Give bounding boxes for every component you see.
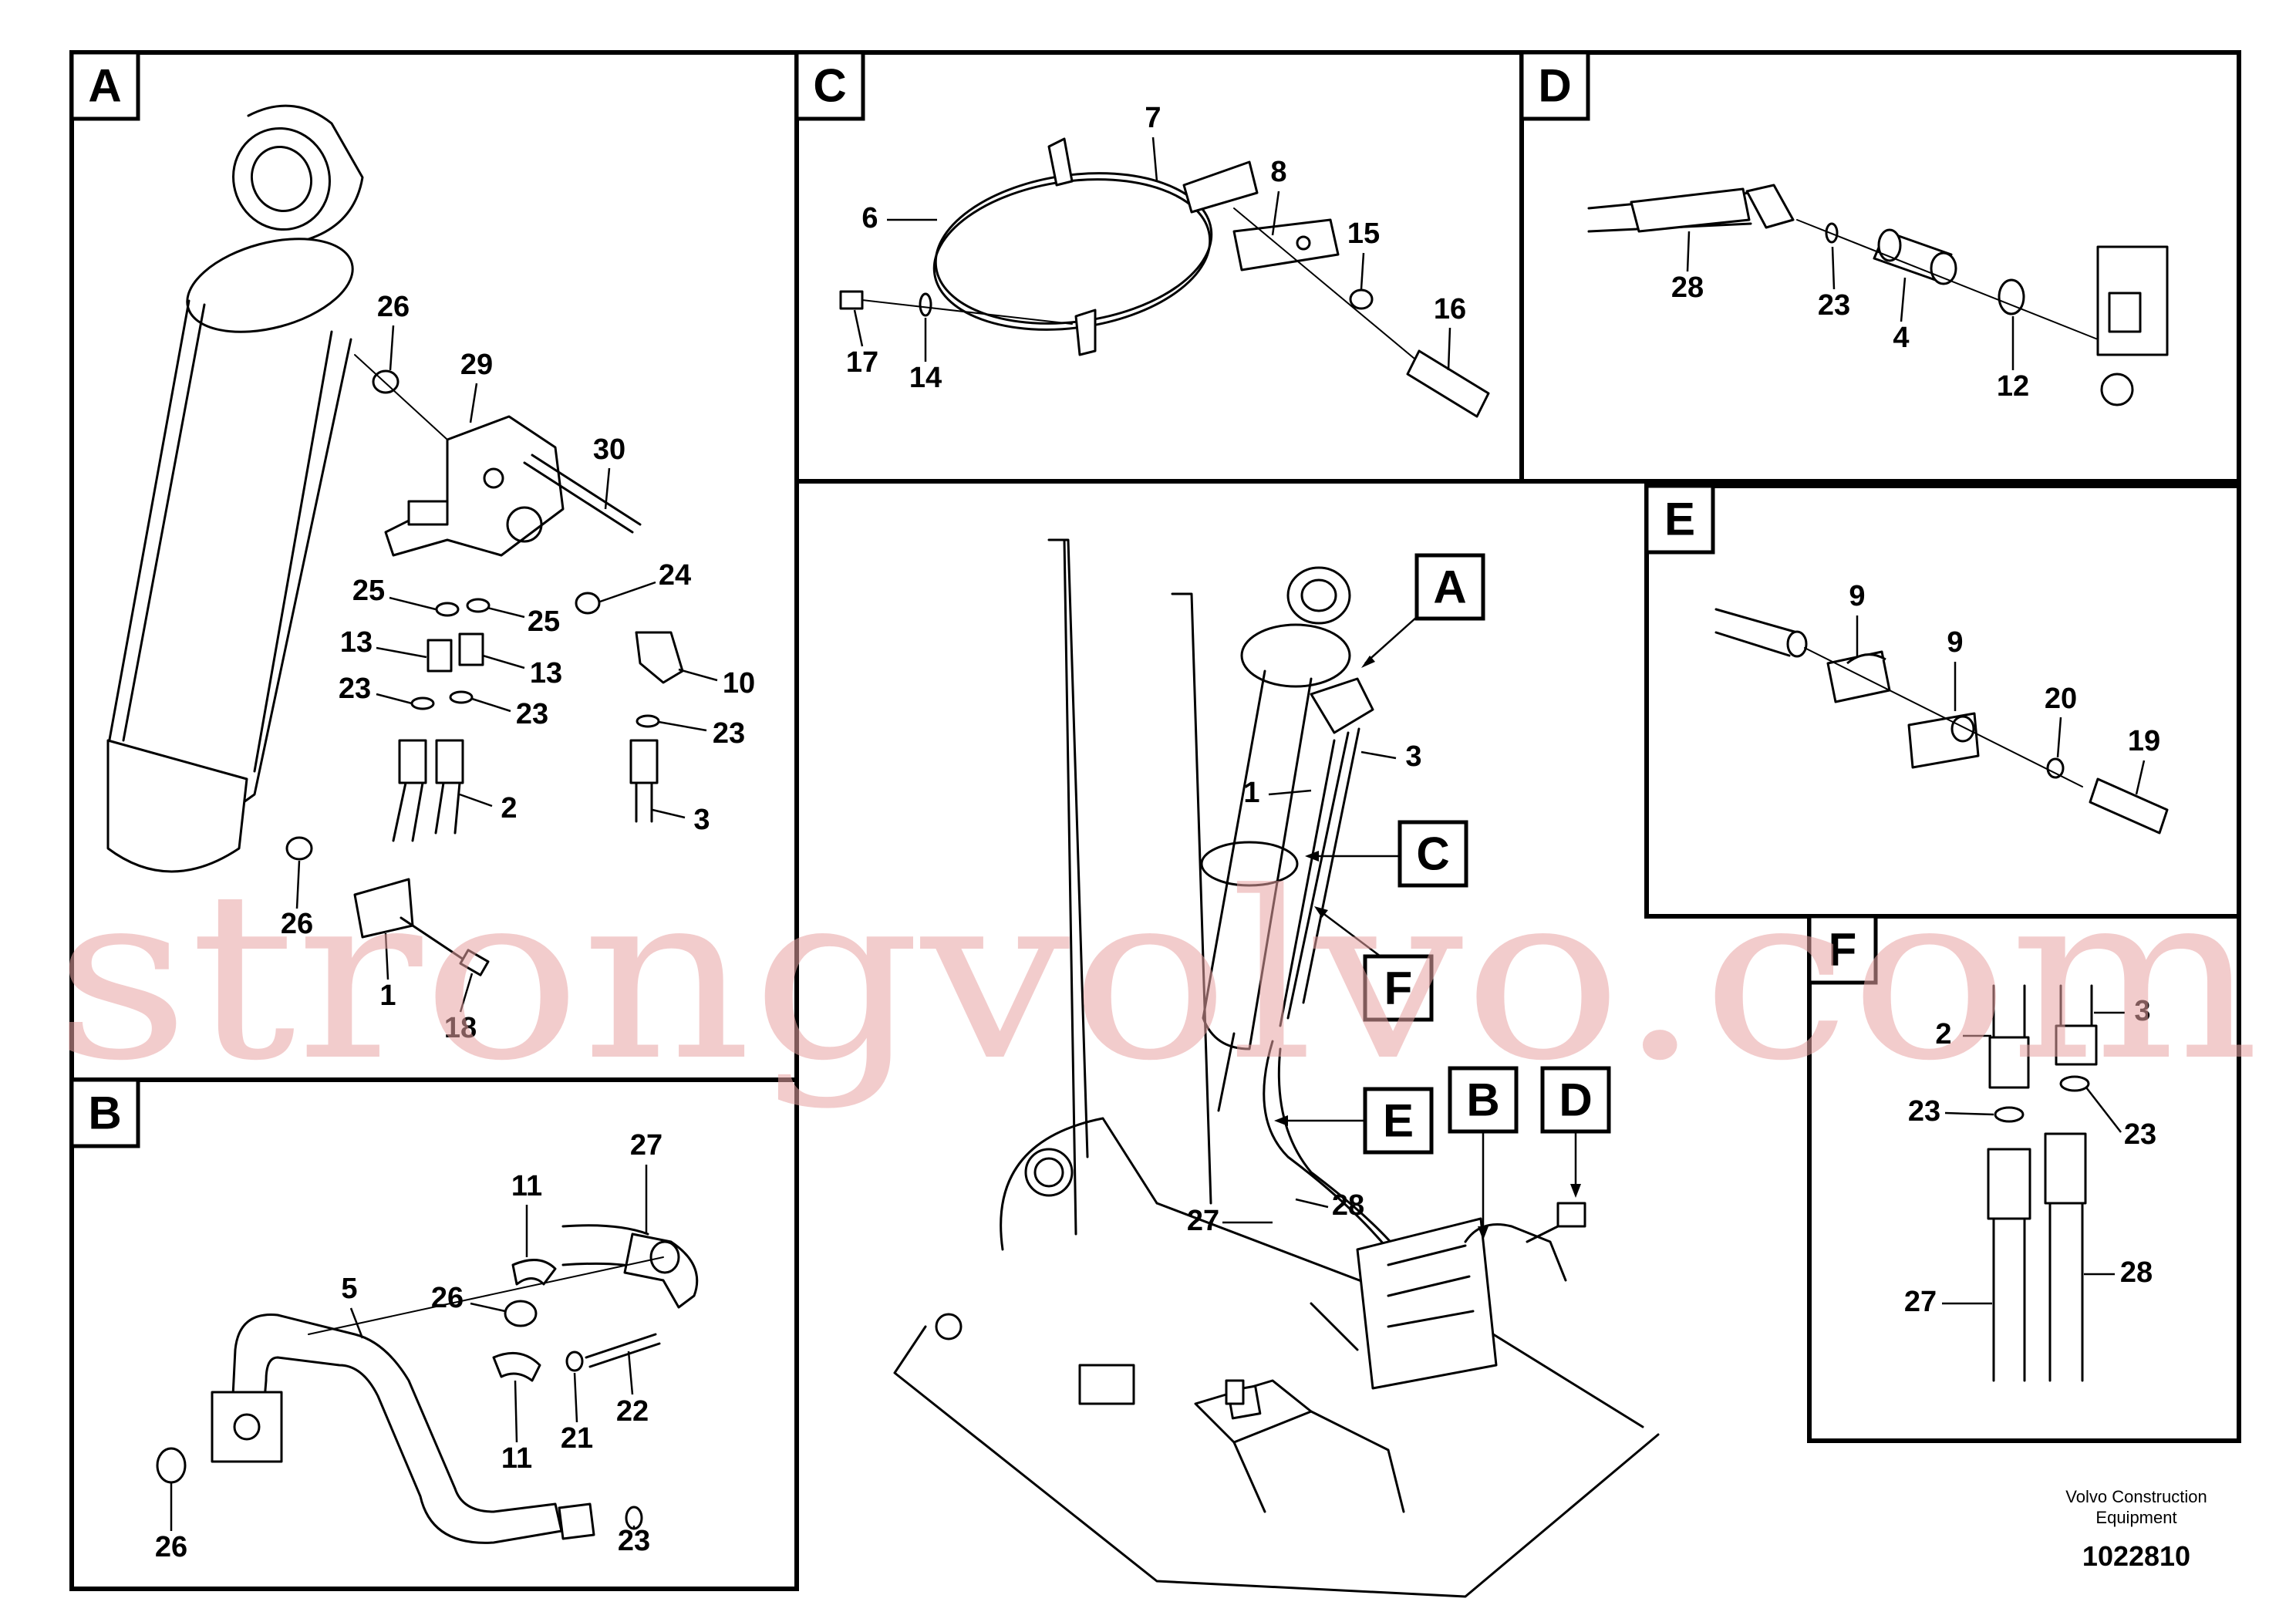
callout-13-right: 13	[530, 657, 562, 690]
svg-text:C: C	[813, 60, 846, 112]
panel-b-callouts: 27 11 26 5 11 21 22 26 23	[155, 1129, 663, 1563]
callout-6-c: 6	[861, 202, 878, 234]
callout-12-d: 12	[1997, 370, 2029, 403]
callout-21-b: 21	[561, 1422, 593, 1455]
footer-company-line1: Volvo Construction	[2065, 1487, 2207, 1506]
footer: Volvo Construction Equipment 1022810	[2065, 1487, 2207, 1572]
callout-9-e-left: 9	[1849, 580, 1865, 612]
overview-callouts: A C F E B D 3 1 27 28	[1187, 553, 1611, 1240]
callout-15-c: 15	[1347, 218, 1380, 250]
panel-c-tag: C	[794, 50, 865, 121]
callout-8-c: 8	[1270, 156, 1286, 188]
overview-tag-f-box	[1363, 954, 1434, 1022]
panel-f-drawing	[1987, 984, 2098, 1382]
panel-e-drawing	[1714, 608, 2169, 835]
overview-tag-f: F	[1384, 963, 1413, 1014]
panel-f-tag: F	[1807, 914, 1878, 985]
callout-3-f: 3	[2134, 995, 2150, 1027]
callout-26-a-bottom: 26	[281, 908, 313, 940]
panel-d-drawing	[1587, 184, 2169, 406]
svg-text:E: E	[1664, 494, 1695, 545]
callout-10-a: 10	[723, 667, 755, 700]
callout-30-a: 30	[593, 433, 625, 466]
callout-27-b: 27	[630, 1129, 663, 1162]
overview-callout-3: 3	[1405, 740, 1421, 773]
callout-1-a: 1	[379, 980, 396, 1012]
panel-frames	[69, 50, 2241, 1591]
panel-e-callouts: 9 9 20 19	[1849, 580, 2160, 795]
svg-text:A: A	[88, 60, 121, 112]
callout-23-f-left: 23	[1908, 1095, 1940, 1128]
callout-25-left: 25	[352, 575, 385, 607]
overview-tag-b: B	[1466, 1074, 1499, 1126]
panel-f-callouts: 2 3 23 23 27 28	[1904, 995, 2156, 1318]
panel-f-frame	[1807, 914, 2241, 1443]
overview-tag-d-box	[1540, 1066, 1611, 1134]
overview-callout-1: 1	[1243, 777, 1259, 809]
panel-b-tag: B	[69, 1077, 140, 1148]
callout-2-a: 2	[501, 792, 517, 824]
callout-5-b: 5	[341, 1273, 357, 1305]
overview-tag-b-box	[1448, 1066, 1519, 1134]
callout-14-c: 14	[909, 362, 942, 394]
overview-tag-e: E	[1383, 1095, 1414, 1147]
panel-a-callouts: 26 29 30 24 25 25 13 13 10 23 23 23 2 3 …	[281, 291, 755, 1044]
panel-a-drawing	[106, 104, 684, 976]
callout-23-f-right: 23	[2124, 1118, 2156, 1151]
callout-3-a: 3	[693, 804, 710, 836]
overview-tag-a-box	[1414, 553, 1485, 621]
callout-28-f: 28	[2120, 1256, 2153, 1289]
callout-4-d: 4	[1893, 322, 1909, 354]
callout-23-left: 23	[339, 673, 371, 705]
callout-17-c: 17	[846, 346, 878, 379]
callout-24-a: 24	[659, 559, 691, 592]
overview-tag-c-box	[1397, 820, 1468, 888]
callout-20-e: 20	[2045, 683, 2077, 715]
callout-23-mid: 23	[516, 698, 548, 730]
callout-23-b: 23	[618, 1525, 650, 1557]
callout-2-f: 2	[1935, 1018, 1951, 1050]
callout-9-e-right: 9	[1947, 626, 1963, 659]
callout-19-e: 19	[2128, 725, 2160, 757]
callout-26-a: 26	[377, 291, 410, 323]
callout-29-a: 29	[460, 349, 493, 381]
panel-e-tag: E	[1644, 484, 1715, 555]
callout-11-b-top: 11	[511, 1170, 542, 1202]
callout-23-right: 23	[713, 717, 745, 750]
callout-22-b: 22	[616, 1395, 649, 1428]
overview-callout-27: 27	[1187, 1205, 1219, 1237]
callout-25-right: 25	[528, 605, 560, 638]
svg-text:D: D	[1538, 60, 1571, 112]
panel-c-drawing	[839, 137, 1490, 418]
overview-tag-c: C	[1416, 828, 1449, 880]
callout-7-c: 7	[1145, 102, 1161, 134]
watermark: strongvolvo.com	[54, 842, 2260, 1111]
callout-28-d: 28	[1671, 271, 1704, 304]
panel-a-tag: A	[69, 50, 140, 121]
panel-d-callouts: 28 23 4 12	[1671, 231, 2029, 403]
callout-18-a: 18	[444, 1012, 477, 1044]
callout-11-b-bottom: 11	[501, 1442, 532, 1475]
overview-callout-28: 28	[1332, 1189, 1364, 1222]
overview-tag-d: D	[1559, 1074, 1592, 1126]
callout-13-left: 13	[340, 626, 373, 659]
panel-d-tag: D	[1519, 50, 1590, 121]
callout-16-c: 16	[1434, 293, 1466, 325]
panel-b-frame	[69, 1077, 799, 1591]
drawing-number: 1022810	[2082, 1540, 2190, 1572]
callout-23-d: 23	[1818, 289, 1850, 322]
svg-text:F: F	[1829, 924, 1857, 976]
callout-27-f: 27	[1904, 1286, 1937, 1318]
panel-b-drawing	[156, 1224, 699, 1544]
overview-tag-a: A	[1433, 561, 1466, 613]
svg-text:B: B	[88, 1088, 121, 1139]
callout-26-b-bottom: 26	[155, 1531, 187, 1563]
callout-26-b-mid: 26	[431, 1282, 464, 1314]
panel-c-callouts: 7 8 6 15 16 17 14	[846, 102, 1466, 394]
footer-company-line2: Equipment	[2095, 1508, 2176, 1527]
overview-drawing	[893, 538, 1660, 1598]
